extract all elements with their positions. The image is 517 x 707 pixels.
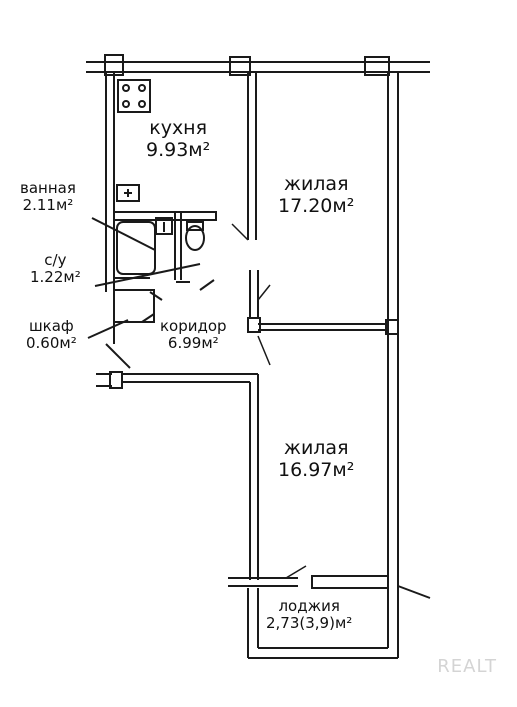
right-exterior-wall [387, 72, 399, 588]
toilet-label: с/у 1.22м² [30, 251, 81, 287]
living-partition [247, 270, 399, 335]
kitchen-label: кухня 9.93м² [146, 117, 211, 162]
living1-label: жилая 17.20м² [278, 173, 355, 218]
loggia-area: 2,73(3,9)м² [266, 614, 353, 633]
bottom-wall [228, 575, 431, 599]
kitchen-name: кухня [149, 117, 208, 139]
closet-label: шкаф 0.60м² [26, 317, 77, 353]
kitchen-stove [117, 79, 151, 113]
watermark: REALT [437, 656, 497, 677]
living2-left-wall [249, 374, 259, 580]
loggia-name: лоджия [278, 597, 340, 615]
closet-name: шкаф [28, 317, 74, 335]
corridor-label: коридор 6.99м² [160, 317, 227, 353]
corridor-name: коридор [160, 317, 227, 335]
living2-area: 16.97м² [278, 458, 355, 481]
kitchen-sink [116, 184, 140, 202]
leader-lines [87, 217, 201, 339]
closet [113, 289, 163, 323]
corridor-area: 6.99м² [167, 334, 219, 353]
loggia-outline [247, 588, 399, 659]
door-swings [231, 223, 307, 579]
bathroom-area: 2.11м² [22, 196, 74, 215]
kitchen-partition [247, 72, 257, 240]
living2-name: жилая [283, 437, 349, 459]
entrance-wall [96, 322, 258, 389]
top-exterior-wall [86, 54, 430, 76]
living2-label: жилая 16.97м² [278, 437, 355, 482]
left-exterior-wall [105, 72, 115, 292]
kitchen-area: 9.93м² [146, 138, 211, 161]
living1-name: жилая [283, 173, 349, 195]
toilet-name: с/у [44, 251, 67, 269]
living1-area: 17.20м² [278, 194, 355, 217]
loggia-label: лоджия 2,73(3,9)м² [266, 597, 353, 633]
bathroom-label: ванная 2.11м² [20, 179, 76, 215]
toilet-area: 1.22м² [30, 268, 81, 287]
bathroom-name: ванная [20, 179, 76, 197]
closet-area: 0.60м² [26, 334, 77, 353]
